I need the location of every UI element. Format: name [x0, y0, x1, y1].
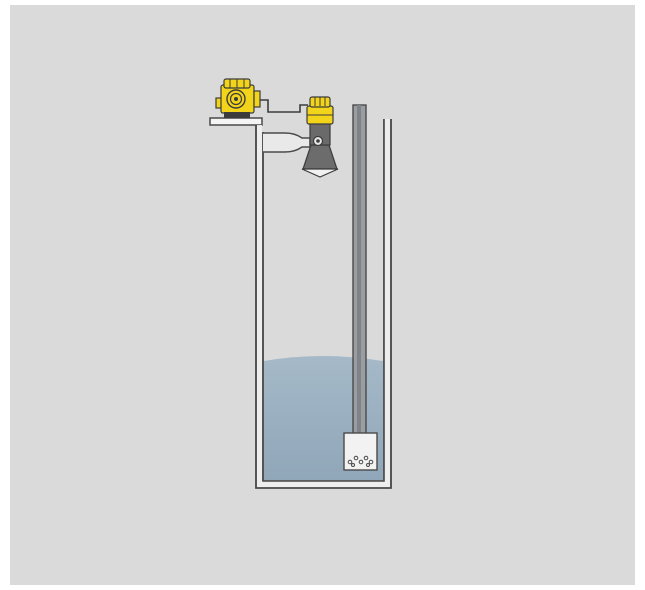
tank	[255, 119, 392, 489]
float-chamber-icon	[343, 432, 378, 471]
background	[10, 5, 635, 585]
diagram-canvas	[10, 5, 635, 585]
signal-cable	[258, 99, 308, 113]
stilling-pipe	[352, 104, 367, 436]
radar-sensor-icon	[301, 96, 339, 178]
level-measurement-diagram	[10, 5, 635, 585]
transmitter-housing-icon	[215, 78, 261, 118]
mounting-plate	[209, 117, 263, 126]
